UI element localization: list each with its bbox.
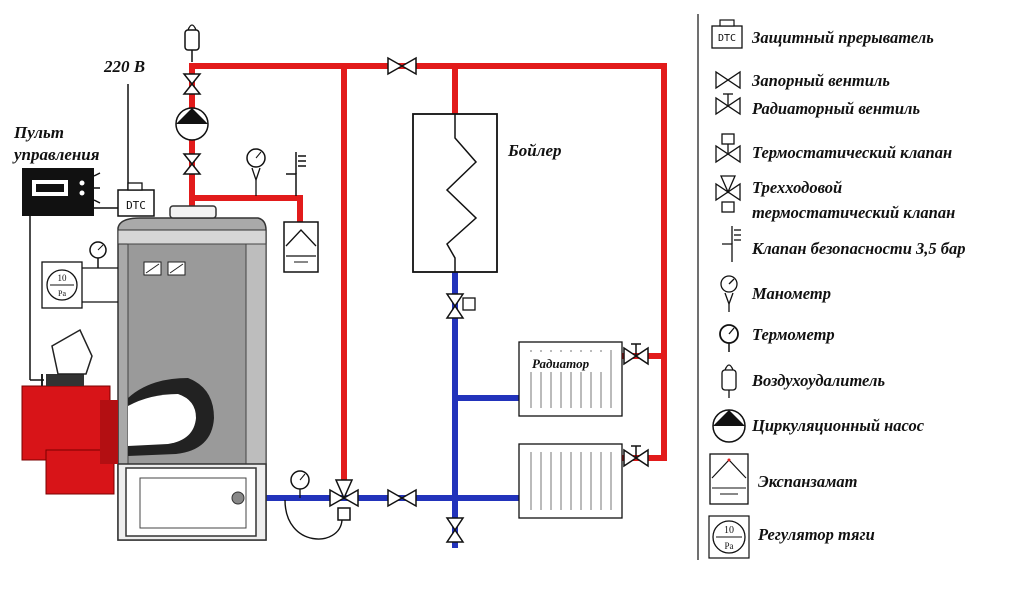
- radiator-valve-icon: [715, 93, 741, 116]
- valve-return: [387, 488, 417, 508]
- legend-label-manometer: Манометр: [751, 284, 831, 303]
- expansion-tank: [283, 221, 319, 273]
- manometer-icon: [720, 275, 738, 312]
- three-way-valve-icon: [715, 175, 741, 213]
- circulation-pump: [175, 107, 209, 141]
- svg-text:Pa: Pa: [58, 289, 66, 298]
- valve-return-drain: [445, 517, 465, 543]
- svg-text:DTC: DTC: [126, 199, 146, 212]
- control-panel-label-1: Пульт: [13, 123, 64, 142]
- radiator-valve-upper: [623, 343, 649, 366]
- draft-regulator: 10 Pa: [41, 261, 118, 309]
- radiator-lower: [518, 443, 623, 519]
- supply-thermometer: [246, 148, 266, 196]
- radiator-upper: Радиатор: [518, 341, 623, 417]
- boiler-gauges: [143, 261, 186, 276]
- valve-supply-top: [387, 56, 417, 76]
- svg-text:10: 10: [58, 273, 68, 283]
- legend-label-thermometer: Термометр: [752, 325, 835, 344]
- svg-text:DTC: DTC: [718, 33, 736, 44]
- safety-valve-icon: [722, 226, 741, 262]
- svg-text:Pa: Pa: [725, 541, 734, 551]
- legend-label-thermostatic-valve: Термостатический клапан: [752, 143, 952, 162]
- thermometer-icon: [719, 324, 739, 352]
- legend-label-three-way-valve-2: термостатический клапан: [752, 203, 955, 222]
- radiator-valve-lower: [623, 445, 649, 468]
- legend-label-three-way-valve-1: Трехходовой: [752, 178, 842, 197]
- dhw-tank: Бойлер: [412, 113, 562, 273]
- circulation-pump-icon: [712, 409, 746, 443]
- legend-label-radiator-valve: Радиаторный вентиль: [751, 99, 920, 118]
- thermostatic-valve-icon: [715, 133, 741, 164]
- return-thermometer: [290, 470, 310, 498]
- expansion-tank-icon: [709, 453, 749, 505]
- dhw-thermostatic-valve: [445, 293, 476, 319]
- valve-riser-lower: [182, 153, 202, 175]
- control-panel-label-2: управления: [12, 145, 100, 164]
- air-vent-top: [184, 24, 200, 62]
- svg-text:10: 10: [724, 525, 734, 536]
- legend-label-circulation-pump: Циркуляционный насос: [751, 416, 925, 435]
- legend-label-expansion-tank: Экспанзамат: [758, 472, 858, 491]
- shutoff-valve-icon: [715, 70, 741, 90]
- control-panel: [22, 168, 118, 381]
- three-way-valve: [329, 479, 359, 521]
- burner: [21, 328, 118, 495]
- valve-riser-upper: [182, 73, 202, 95]
- svg-text:Бойлер: Бойлер: [507, 141, 562, 160]
- legend-label-safety-valve: Клапан безопасности 3,5 бар: [751, 239, 966, 258]
- draft-regulator-icon: 10 Pa: [708, 515, 750, 559]
- voltage-label: 220 В: [103, 57, 145, 76]
- safety-breaker: DTC: [117, 182, 155, 217]
- boiler-manometer: [89, 241, 107, 268]
- legend-label-air-vent: Воздухоудалитель: [751, 371, 885, 390]
- air-vent-icon: [721, 364, 737, 398]
- legend-label-draft-regulator: Регулятор тяги: [757, 525, 875, 544]
- legend-label-shutoff-valve: Запорный вентиль: [751, 71, 890, 90]
- legend: DTC Защитный прерыватель Запорный вентил…: [697, 14, 966, 560]
- safety-breaker-icon: DTC: [711, 19, 743, 49]
- safety-valve: [286, 152, 306, 196]
- legend-label-safety-breaker: Защитный прерыватель: [751, 28, 934, 47]
- svg-text:Радиатор: Радиатор: [532, 356, 590, 371]
- heating-boiler: [117, 205, 267, 541]
